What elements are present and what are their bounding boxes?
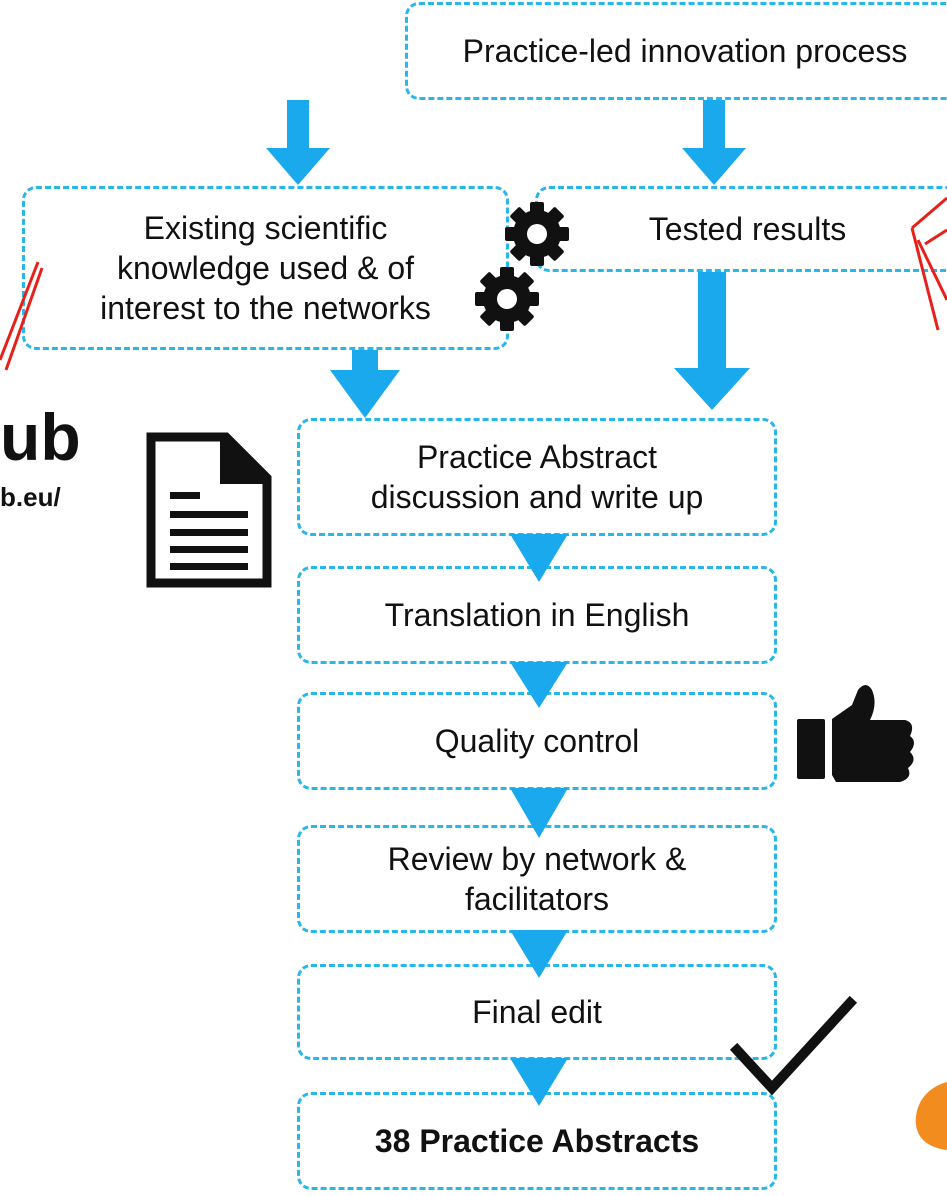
hub-title-fragment: ub [0, 400, 81, 474]
box-quality-control: Quality control [297, 692, 777, 790]
arrow-review-to-final-edit [510, 930, 568, 978]
tested-results-label: Tested results [648, 211, 847, 247]
box-practice-abstract-discussion: Practice Abstract discussion and write u… [297, 418, 777, 536]
arrow-existing-to-practice-abstract [330, 350, 400, 418]
arrow-to-tested-results [682, 100, 746, 185]
hub-url-fragment[interactable]: b.eu/ [0, 482, 61, 512]
quality-control-label: Quality control [434, 723, 640, 759]
arrow-quality-to-review [510, 788, 568, 838]
red-shape-right [910, 196, 947, 331]
arrow-practice-to-translation [510, 534, 568, 582]
red-shape-left [0, 261, 44, 371]
gear-icon-small [475, 267, 539, 331]
arrow-final-to-result [510, 1058, 568, 1106]
gear-icon [505, 202, 569, 266]
orange-shape [915, 1082, 947, 1150]
review-line1: Review by network & [387, 841, 687, 877]
box-practice-led-innovation: Practice-led innovation process [405, 2, 947, 100]
document-icon [146, 432, 272, 588]
arrow-translation-to-quality [510, 662, 568, 708]
checkmark-icon [729, 995, 858, 1096]
existing-knowledge-line2: knowledge used & of [116, 250, 415, 286]
thumbs-up-icon [797, 685, 914, 782]
translation-label: Translation in English [384, 597, 690, 633]
result-label: 38 Practice Abstracts [374, 1123, 700, 1159]
review-line2: facilitators [464, 881, 610, 917]
existing-knowledge-line3: interest to the networks [100, 290, 431, 326]
practice-abstract-line2: discussion and write up [370, 479, 704, 515]
final-edit-label: Final edit [472, 994, 602, 1030]
arrow-to-existing-knowledge [266, 100, 330, 185]
box-existing-knowledge: Existing scientific knowledge used & of … [22, 186, 509, 350]
arrow-tested-to-practice-abstract [674, 272, 750, 410]
practice-abstract-line1: Practice Abstract [416, 439, 658, 475]
existing-knowledge-line1: Existing scientific [143, 210, 388, 246]
box-review: Review by network & facilitators [297, 825, 777, 933]
box-practice-led-innovation-label: Practice-led innovation process [462, 33, 908, 69]
box-tested-results: Tested results [535, 186, 947, 272]
